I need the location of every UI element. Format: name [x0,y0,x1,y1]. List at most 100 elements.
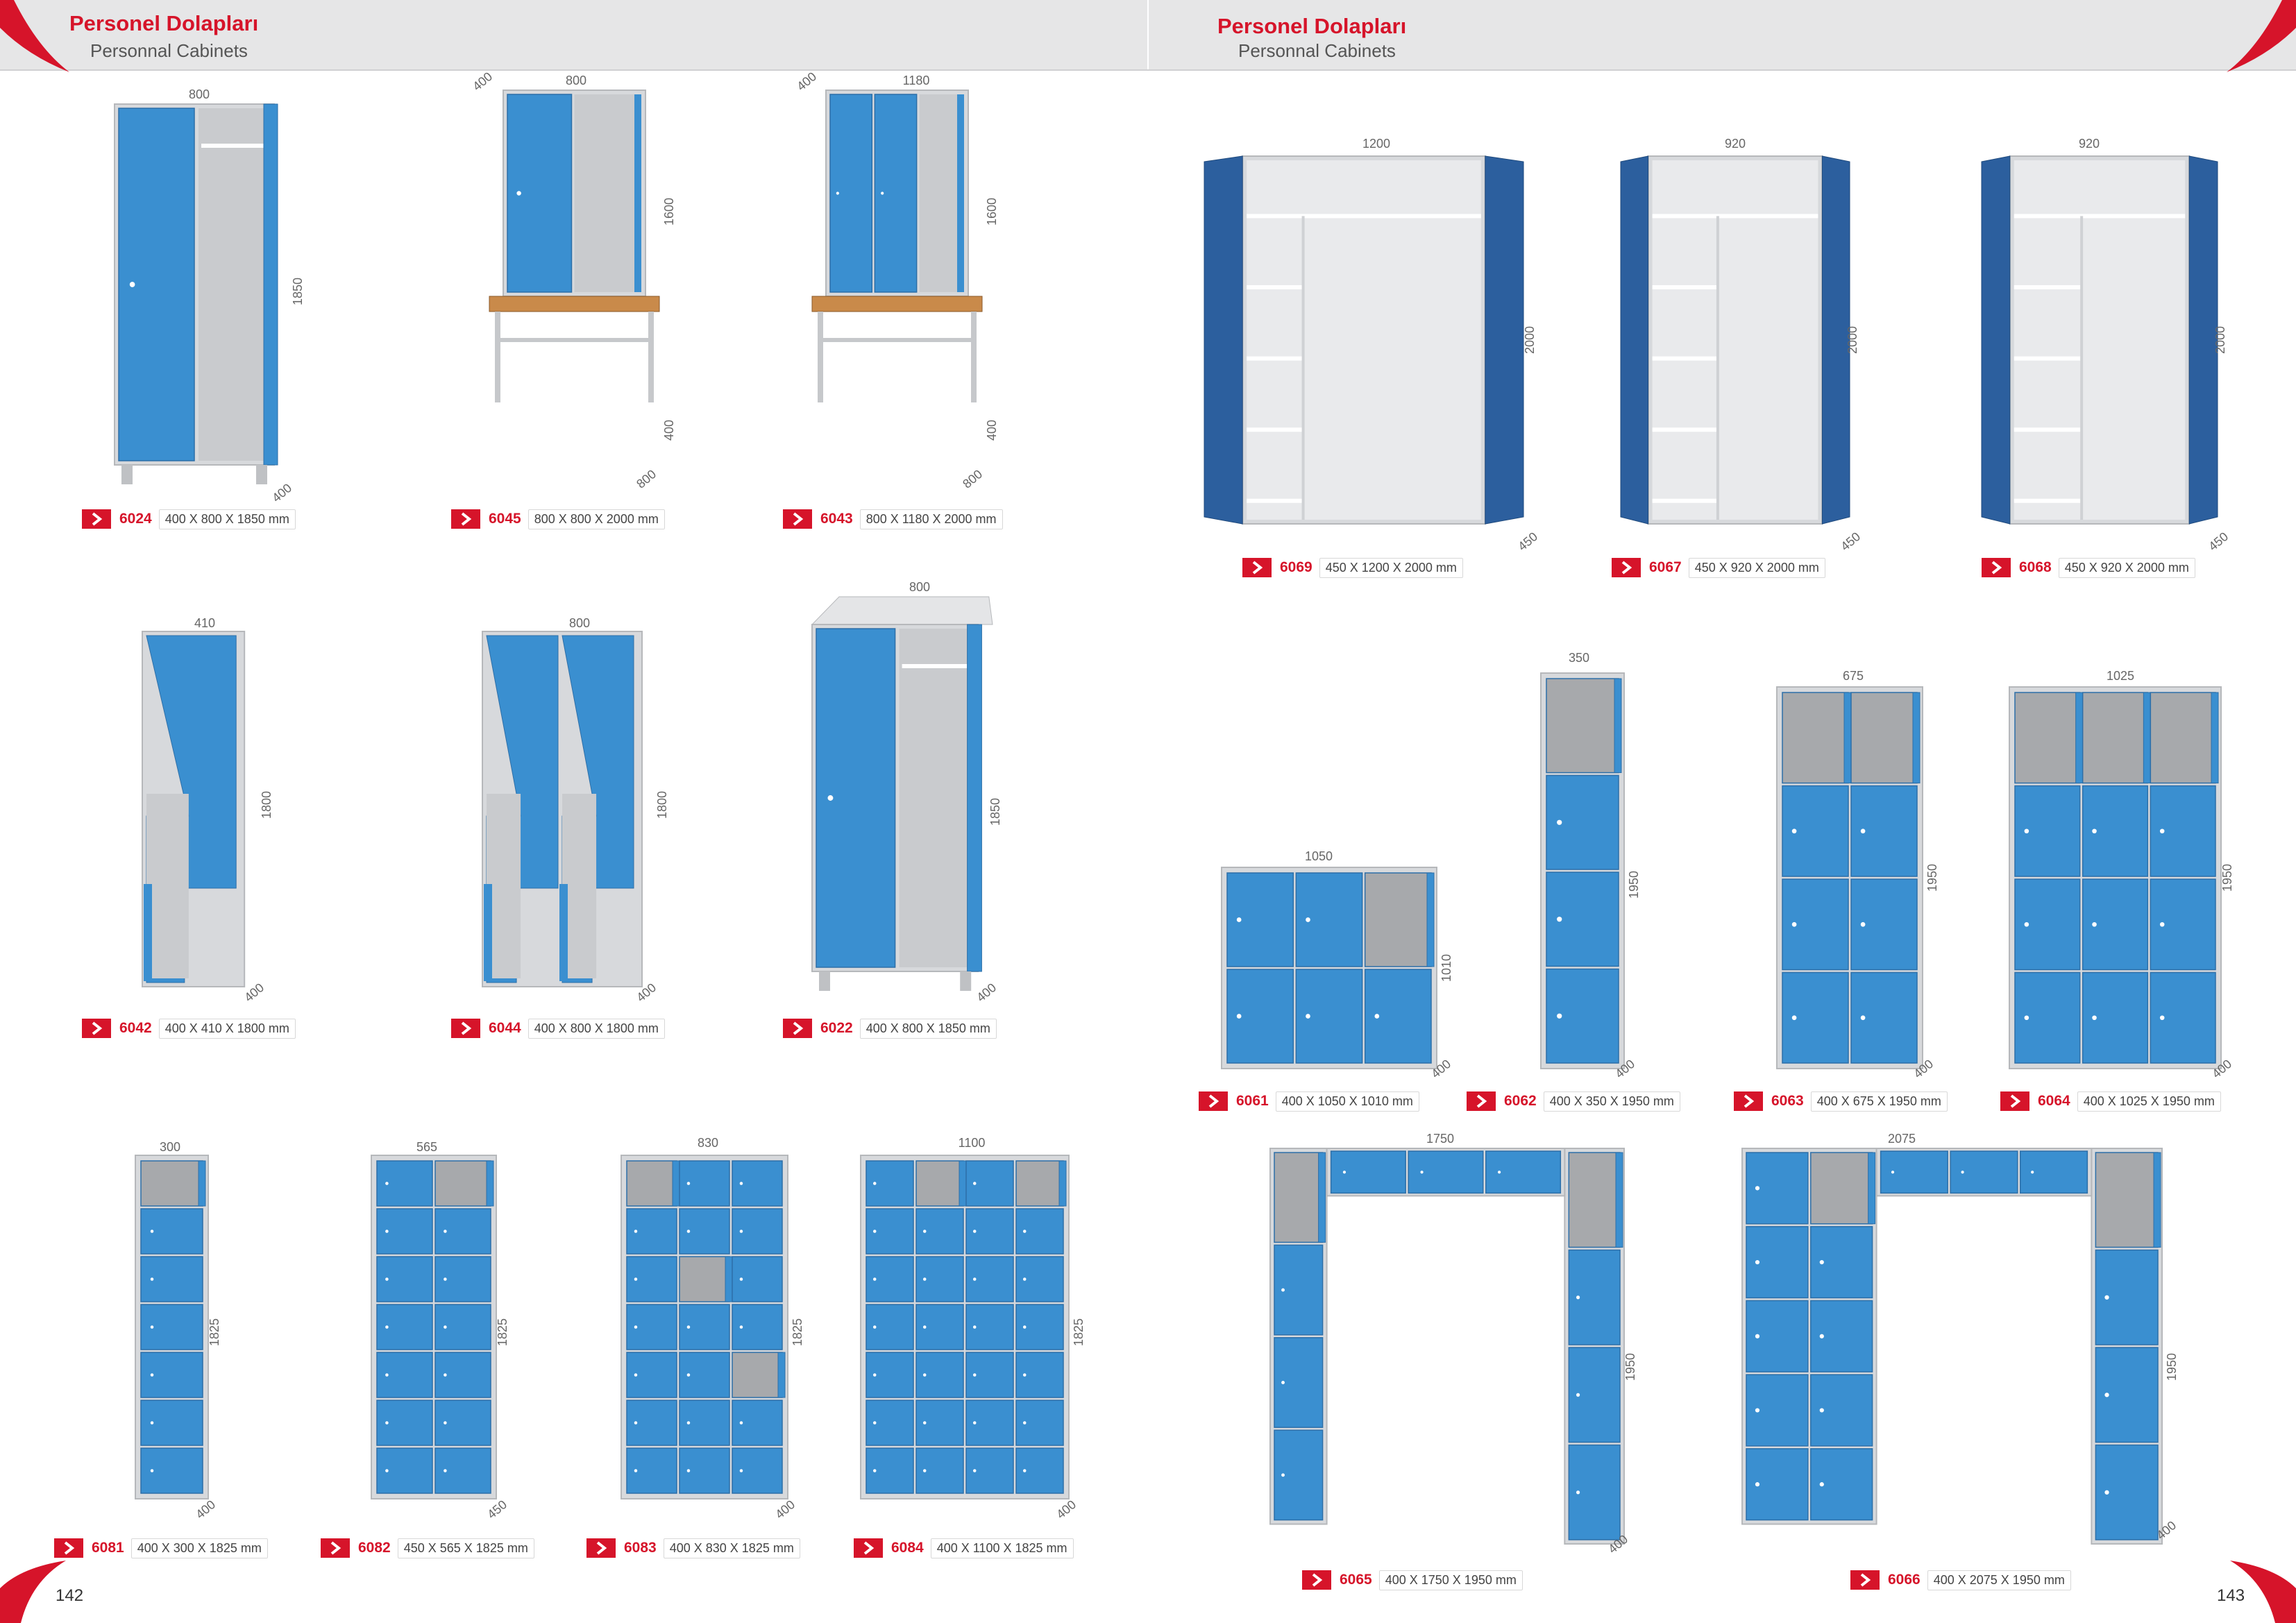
door-lock-icon [1791,921,1797,927]
dimension-width: 800 [189,87,210,101]
door-lock-icon [2024,921,2029,927]
door-lock-icon [922,1469,927,1472]
door-lock-icon [1236,1014,1242,1019]
locker-door [1274,1244,1324,1336]
open-compartment [487,794,521,978]
locker-door [376,1256,433,1302]
door-lock-icon [739,1469,743,1472]
open-door-edge [777,1352,786,1398]
open-door-edge [1615,1152,1623,1248]
locker-door [1408,1150,1484,1194]
corner-swoosh-bottom-right [2230,1561,2296,1623]
open-door-edge [957,94,964,292]
bench-leg [971,312,977,402]
door-lock-icon [872,1230,877,1233]
dimension-depth: 400 [794,69,819,94]
door-lock-icon [872,1325,877,1329]
door-lock-icon [1557,1013,1562,1019]
dimension-height: 2000 [1846,326,1859,354]
product-dimensions: 400 X 2075 X 1950 mm [1927,1570,2071,1590]
open-compartment [199,108,270,461]
door-lock-icon [150,1373,154,1377]
door-lock-icon [444,1373,447,1377]
door-lock-icon [1860,1015,1866,1021]
open-door-edge [2075,692,2084,783]
door-lock-icon [872,1373,877,1377]
dimension-width: 1200 [1362,137,1390,151]
dimension-depth: 400 [269,481,294,505]
open-compartment [899,629,974,967]
dimension-height: 1010 [1440,954,1453,982]
door-lock-icon [1022,1469,1027,1472]
door-lock-icon [872,1421,877,1425]
door-lock-icon [1755,1482,1760,1487]
product-dimensions: 400 X 800 X 1850 mm [158,509,296,529]
product-code: 6063 [1771,1093,1804,1109]
open-door-edge [2153,1152,2161,1248]
door-lock-icon [385,1469,389,1472]
locker-door [679,1447,730,1494]
locker-door [376,1208,433,1255]
locker-door [1810,1448,1873,1521]
door-lock-icon [972,1230,977,1233]
door-lock-icon [972,1277,977,1281]
open-door-left [1204,155,1243,525]
product-code: 6062 [1504,1093,1537,1109]
door-lock-icon [634,1469,638,1472]
dimension-width: 350 [1569,651,1589,665]
open-door-edge [144,884,152,981]
locker-door [140,1400,203,1446]
door-lock-icon [686,1325,691,1329]
bench-seat [811,296,983,312]
open-door-right [1821,155,1850,525]
page-title-left: Personel Dolapları [69,11,259,35]
door-lock-icon [922,1421,927,1425]
door-lock-icon [1755,1259,1760,1265]
dimension-height: 1800 [655,791,669,819]
door-lock-icon [922,1373,927,1377]
page-number-left: 142 [56,1586,84,1605]
cabinet-foot [256,465,267,484]
door-lock-icon [444,1421,447,1425]
door-lock-icon [686,1230,691,1233]
open-door-edge [1614,678,1622,773]
door-lock-icon [1236,917,1242,922]
dimension-width: 920 [1725,137,1746,151]
door-lock-icon [2092,921,2097,927]
door-lock-icon [1022,1421,1027,1425]
open-compartment [574,94,639,292]
dimension-width: 920 [2079,137,2100,151]
locker-door [376,1160,433,1207]
dimension-width: 830 [698,1136,718,1150]
door-lock-icon [1281,1288,1285,1292]
open-compartment [1810,1152,1873,1225]
door-lock-icon [972,1469,977,1472]
door-lock-icon [516,191,521,196]
locker-door [434,1352,491,1398]
door-lock-icon [922,1325,927,1329]
locker-door [1880,1150,1948,1194]
chevron-right-icon [1467,1091,1496,1111]
dimension-depth: 400 [242,980,267,1005]
door-lock-icon [1860,829,1866,834]
product-code: 6084 [891,1540,924,1556]
door-lock-icon [1022,1373,1027,1377]
open-compartment [1850,692,1918,784]
door-lock-icon [2024,1015,2029,1021]
open-door-edge [967,624,982,972]
